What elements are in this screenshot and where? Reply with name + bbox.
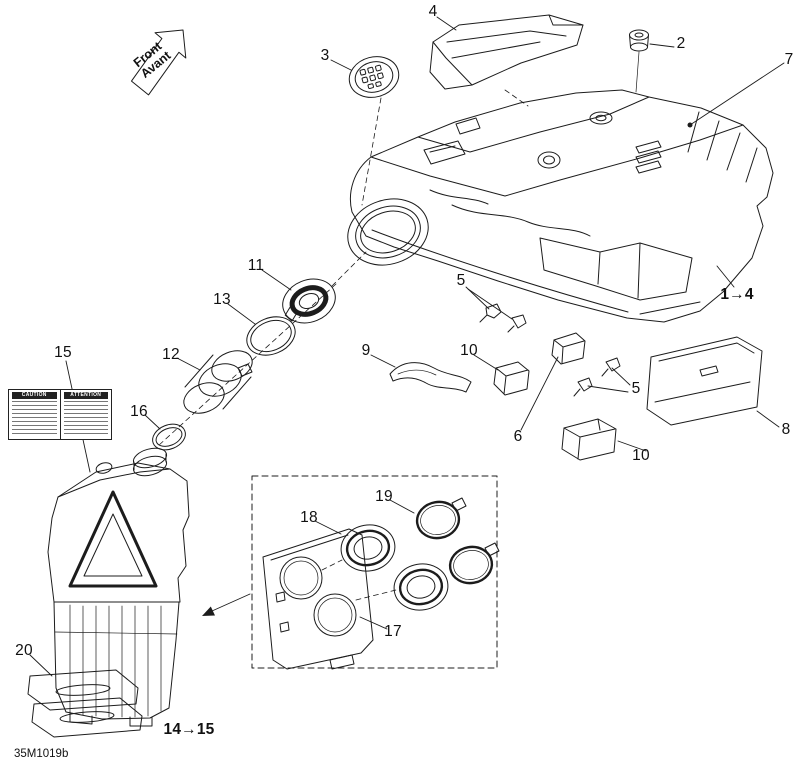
warning-sticker-attention-column: ATTENTION [61,390,112,439]
part-15-lower-airbox [47,447,190,727]
caution-title: CAUTION [12,392,57,399]
detail-inset-box [251,475,498,669]
callout-17: 17 [384,623,402,640]
callout-18: 18 [300,509,318,526]
callout-14-to-15: 14→15 [163,721,215,738]
airbox-main-body [347,89,774,323]
callout-16: 16 [130,403,148,420]
part-12-tube [183,350,253,414]
callout-1-to-4: 1→4 [720,286,754,303]
callout-2: 2 [676,35,686,52]
warning-sticker: CAUTION ATTENTION [8,389,112,440]
callout-10-lower: 10 [632,447,650,464]
part-18-boots [340,524,449,611]
part-19-clamps [415,497,500,585]
duct-ring-chain [152,251,367,451]
inset-pointer-arrow [202,606,215,616]
part-16-o-ring [152,423,186,451]
part-20-pads [27,669,143,738]
part-5-clips [479,303,621,397]
detail-inset [202,475,500,670]
front-direction-arrow [131,29,187,96]
callout-4: 4 [428,3,438,20]
attention-title: ATTENTION [63,392,108,399]
attention-fine-print [63,401,108,436]
part-9-duct [389,362,472,393]
part-17-panel [262,528,374,670]
part-8-plate [646,336,763,426]
diagram-code: 35M1019b [14,748,69,760]
part-2-grommet [629,29,649,93]
warning-sticker-caution-column: CAUTION [9,390,61,439]
part-10-brackets [493,361,617,461]
caution-fine-print [12,401,57,436]
callout-13: 13 [213,291,231,308]
callout-6: 6 [513,428,523,445]
callout-3: 3 [320,47,330,64]
callout-12: 12 [162,346,180,363]
callout-5-upper: 5 [456,272,466,289]
part-4-intake-cover [429,14,584,107]
intake-horn-opening [347,198,429,266]
callout-19: 19 [375,488,393,505]
callout-5-lower: 5 [631,380,641,397]
part-6-mount [551,332,586,365]
part-13-clamp [246,306,298,356]
callout-9: 9 [361,342,371,359]
part-11-adapter-ring [282,278,336,324]
callout-11: 11 [247,257,265,274]
part-3-filter [348,56,400,206]
leader-lines [29,16,785,677]
callout-20: 20 [15,642,33,659]
callout-10-upper: 10 [460,342,478,359]
callout-8: 8 [781,421,791,438]
callout-7: 7 [784,51,794,68]
callout-15: 15 [54,344,72,361]
